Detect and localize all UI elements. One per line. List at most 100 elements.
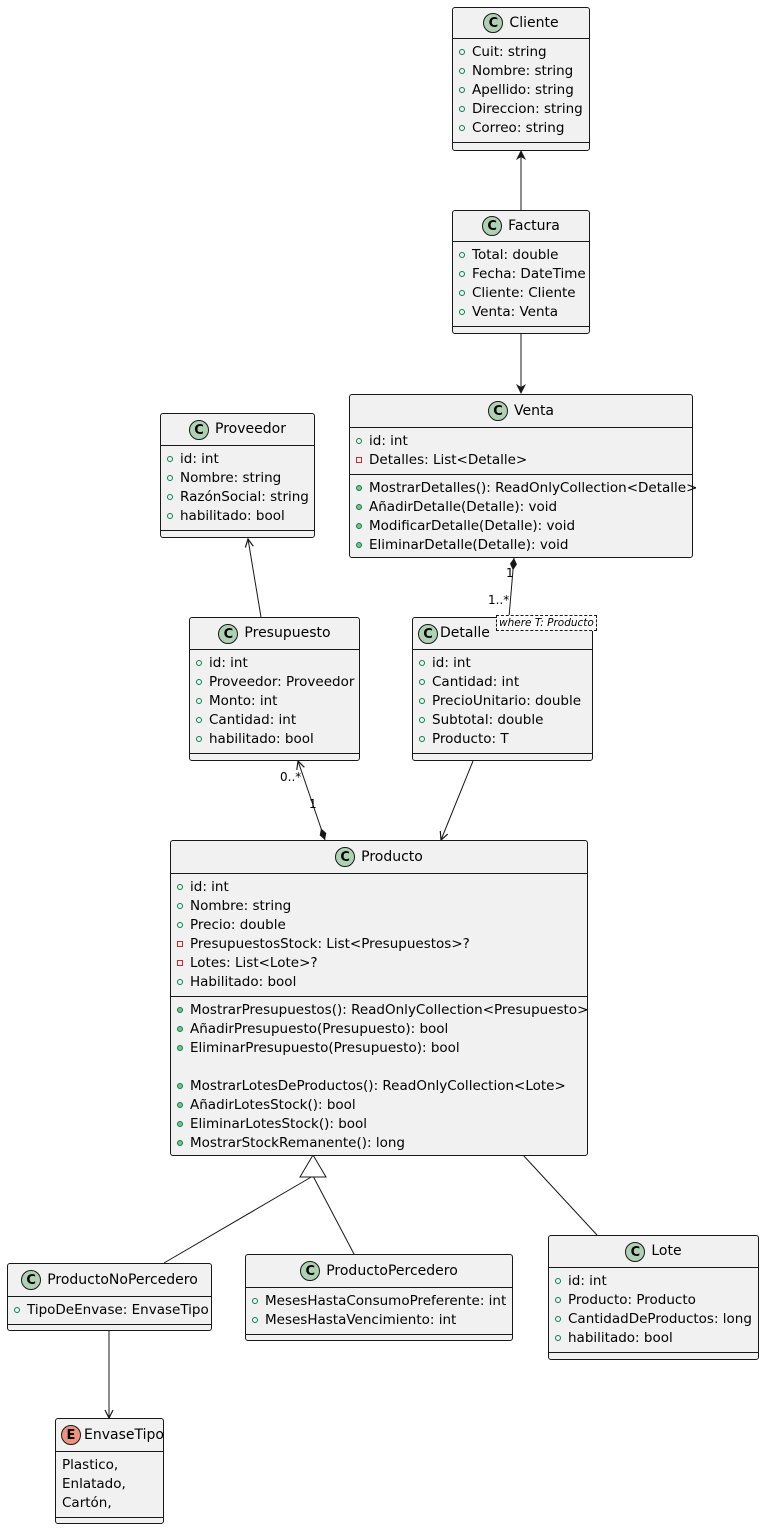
- class-name: Lote: [651, 1243, 682, 1259]
- private-field-icon: [177, 941, 183, 947]
- class-name: Presupuesto: [244, 625, 331, 641]
- field-row: habilitado: bool: [549, 1329, 758, 1348]
- field-text: Cliente: Cliente: [472, 285, 576, 301]
- public-method-icon: [356, 504, 362, 510]
- class-name: Detalle: [440, 625, 490, 641]
- field-row: Subtotal: double: [413, 711, 592, 730]
- field-text: PrecioUnitario: double: [432, 693, 582, 709]
- field-row: Nombre: string: [171, 897, 587, 916]
- field-text: Cantidad: int: [209, 712, 297, 728]
- field-row: CantidadDeProductos: long: [549, 1310, 758, 1329]
- field-text: Venta: Venta: [472, 304, 559, 320]
- class-c-icon: C: [625, 1241, 646, 1262]
- field-text: Producto: Producto: [568, 1292, 696, 1308]
- public-method-icon: [356, 485, 362, 491]
- field-row: Cuit: string: [453, 43, 589, 62]
- method-row: ModificarDetalle(Detalle): void: [350, 517, 692, 536]
- methods-section: MostrarPresupuestos(): ReadOnlyCollectio…: [171, 997, 589, 1157]
- public-field-icon: [356, 438, 362, 444]
- method-text: EliminarLotesStock(): bool: [190, 1116, 368, 1132]
- method-text: MostrarPresupuestos(): ReadOnlyCollectio…: [190, 1002, 589, 1018]
- multiplicity-presupuesto: 0..*: [280, 770, 302, 784]
- field-row: Fecha: DateTime: [453, 265, 589, 284]
- multiplicity-producto: 1: [309, 797, 317, 811]
- field-text: habilitado: bool: [568, 1330, 673, 1346]
- method-text: MostrarStockRemanente(): long: [190, 1135, 405, 1151]
- field-row: Proveedor: Proveedor: [190, 673, 359, 692]
- method-row: AñadirDetalle(Detalle): void: [350, 498, 692, 517]
- class-name: Proveedor: [215, 421, 286, 437]
- method-row: MostrarDetalles(): ReadOnlyCollection<De…: [350, 479, 697, 498]
- public-field-icon: [14, 1307, 20, 1313]
- class-name: ProductoNoPercedero: [47, 1272, 198, 1288]
- field-row: Producto: T: [413, 730, 592, 749]
- public-field-icon: [177, 903, 183, 909]
- field-text: Nombre: string: [472, 63, 574, 79]
- public-method-icon: [177, 1026, 183, 1032]
- field-text: id: int: [369, 433, 408, 449]
- methods-section: [413, 754, 592, 762]
- field-text: id: int: [432, 655, 471, 671]
- method-row: AñadirPresupuesto(Presupuesto): bool: [171, 1020, 587, 1039]
- field-row: id: int: [350, 432, 692, 451]
- enum-literal: Plastico,: [62, 1457, 119, 1473]
- multiplicity-detalle: 1..*: [488, 593, 510, 607]
- private-field-icon: [356, 457, 362, 463]
- field-text: Habilitado: bool: [190, 974, 297, 990]
- public-field-icon: [459, 271, 465, 277]
- method-text: AñadirLotesStock(): bool: [190, 1097, 356, 1113]
- public-method-icon: [177, 1045, 183, 1051]
- enum-e-icon: E: [61, 1425, 81, 1445]
- class-c-icon: C: [483, 13, 504, 33]
- field-text: Nombre: string: [180, 470, 282, 486]
- field-text: MesesHastaVencimiento: int: [265, 1312, 457, 1328]
- methods-section: [246, 1335, 512, 1343]
- field-row: MesesHastaConsumoPreferente: int: [246, 1292, 512, 1311]
- literals-section: Plastico, Enlatado, Cartón,: [56, 1452, 163, 1518]
- public-field-icon: [419, 717, 425, 723]
- public-field-icon: [555, 1297, 561, 1303]
- field-text: Fecha: DateTime: [472, 266, 586, 282]
- field-row: RazónSocial: string: [161, 488, 314, 507]
- method-row: EliminarLotesStock(): bool: [171, 1115, 587, 1134]
- method-row: MostrarPresupuestos(): ReadOnlyCollectio…: [171, 1001, 589, 1020]
- class-header: C ProductoNoPercedero: [8, 1264, 211, 1297]
- class-c-icon: C: [21, 1270, 42, 1290]
- methods-section: MostrarDetalles(): ReadOnlyCollection<De…: [350, 475, 697, 559]
- edge-presupuesto-proveedor: [248, 539, 262, 618]
- public-method-icon: [356, 542, 362, 548]
- method-row: MostrarStockRemanente(): long: [171, 1134, 587, 1153]
- field-text: habilitado: bool: [209, 731, 314, 747]
- generalization-triangle: [299, 1154, 327, 1178]
- class-c-icon: C: [418, 623, 438, 644]
- field-row: Venta: Venta: [453, 303, 589, 322]
- public-field-icon: [419, 660, 425, 666]
- method-text: MostrarLotesDeProductos(): ReadOnlyColle…: [190, 1078, 566, 1094]
- field-row: habilitado: bool: [161, 507, 314, 526]
- public-field-icon: [459, 87, 465, 93]
- class-name: Venta: [513, 403, 555, 419]
- field-row: Precio: double: [171, 916, 587, 935]
- edge-venta-detalle: [508, 557, 517, 618]
- public-method-icon: [177, 1140, 183, 1146]
- method-text: ModificarDetalle(Detalle): void: [369, 518, 576, 534]
- methods-section: [190, 754, 359, 762]
